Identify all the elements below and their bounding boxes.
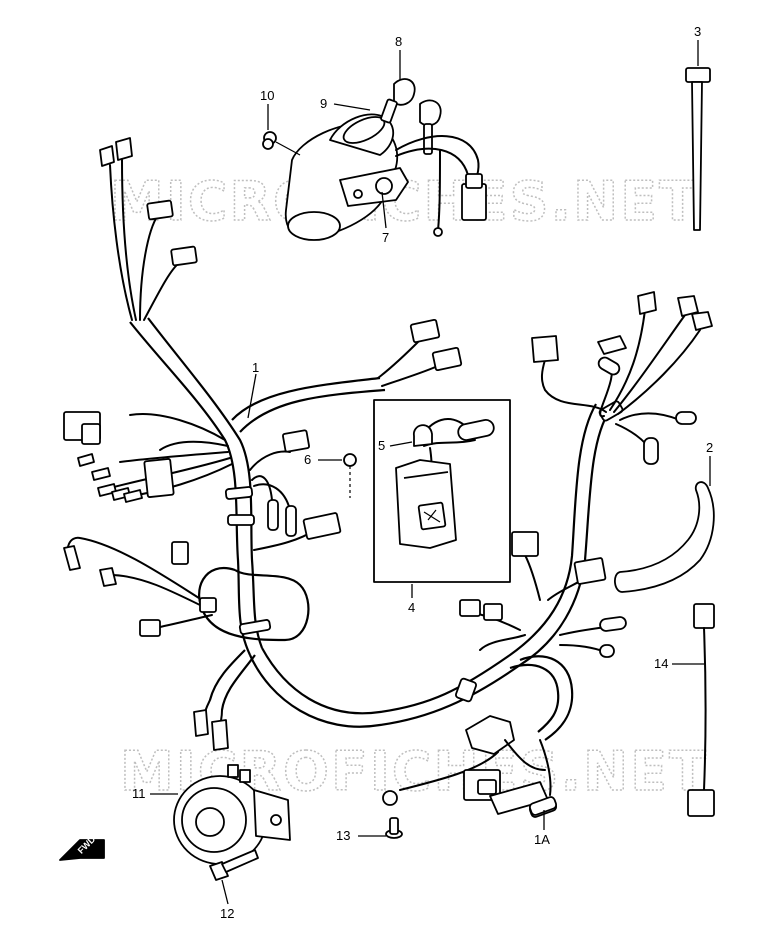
horn [173, 764, 291, 865]
cable-tie [685, 67, 711, 231]
fwd-arrow: FWD [59, 834, 105, 861]
callout-12: 12 [220, 906, 234, 921]
left-connectors [63, 411, 233, 503]
callout-10: 10 [260, 88, 274, 103]
callout-1: 1 [252, 360, 259, 375]
callout-13: 13 [336, 828, 350, 843]
callout-9: 9 [320, 96, 327, 111]
right-middle-connectors [459, 531, 627, 658]
ignition-switch-assembly [262, 78, 487, 241]
left-lower-connectors [63, 536, 229, 751]
callout-6: 6 [304, 452, 311, 467]
callout-8: 8 [395, 34, 402, 49]
horn-bolt [209, 849, 259, 881]
callout-4: 4 [408, 600, 415, 615]
callout-11: 11 [132, 786, 146, 801]
screw-6 [343, 453, 357, 498]
upper-middle-connectors [377, 318, 463, 387]
callout-2: 2 [706, 440, 713, 455]
callout-7: 7 [382, 230, 389, 245]
leader-lines [150, 40, 711, 905]
right-upper-connectors [531, 291, 713, 465]
callout-3: 3 [694, 24, 701, 39]
lower-right-connectors [382, 715, 558, 818]
protector-hose [614, 481, 715, 593]
callout-5: 5 [378, 438, 385, 453]
callout-1a: 1A [534, 832, 550, 847]
screw-13 [385, 817, 403, 839]
callout-14: 14 [654, 656, 668, 671]
centre-connectors [249, 429, 342, 551]
fuse-1a [528, 796, 558, 816]
relay-inset-box [373, 399, 511, 583]
callout-labels: 8 3 10 9 7 1 5 6 2 4 14 11 13 1A 12 [132, 24, 713, 921]
upper-left-breakout [99, 137, 198, 321]
main-wiring-harness [129, 317, 624, 741]
lead-wire [687, 603, 715, 817]
